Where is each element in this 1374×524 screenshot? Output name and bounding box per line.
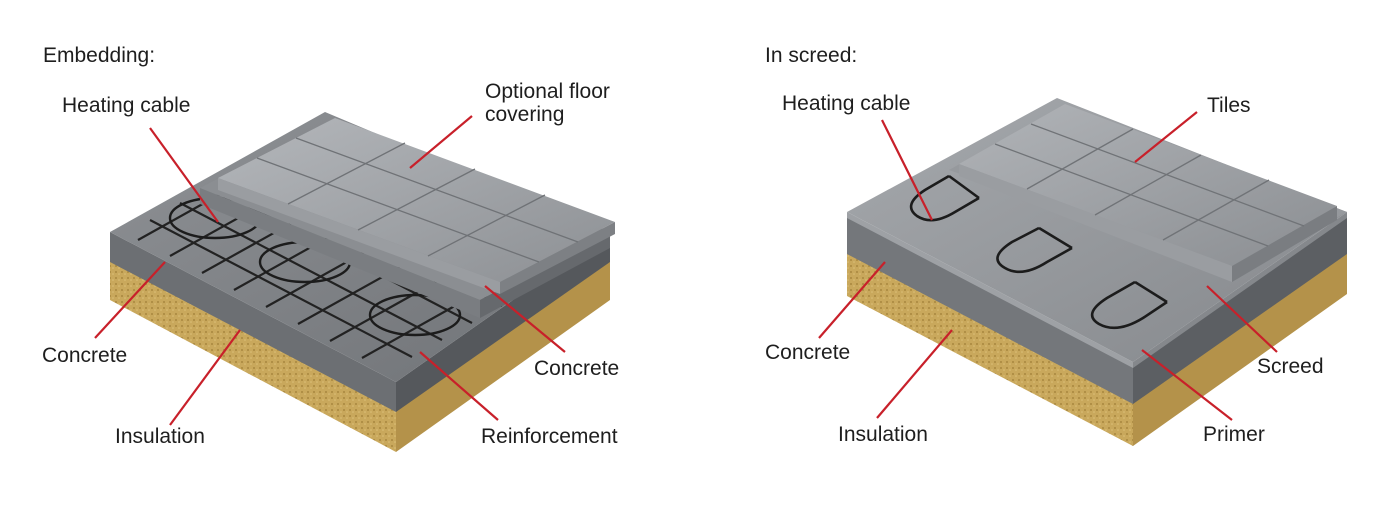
- tiles: [949, 104, 1347, 282]
- insulation-layer: [847, 252, 1347, 446]
- concrete-base: [110, 232, 610, 412]
- in-screed-floor-illustration: [818, 98, 1347, 446]
- label-primer: Primer: [1203, 423, 1265, 446]
- label-reinforcement: Reinforcement: [481, 425, 618, 448]
- floor-covering-tiles: [218, 118, 615, 294]
- label-insulation: Insulation: [115, 425, 205, 448]
- label-insulation: Insulation: [838, 423, 928, 446]
- embedding-panel: Embedding: Heating cable Optional floor …: [42, 44, 620, 452]
- label-screed: Screed: [1257, 355, 1324, 378]
- label-concrete-left: Concrete: [42, 344, 128, 367]
- label-tiles: Tiles: [1207, 94, 1251, 117]
- embedding-floor-illustration: [94, 112, 615, 452]
- label-heating-cable: Heating cable: [62, 94, 191, 117]
- label-heating-cable: Heating cable: [782, 92, 911, 115]
- in-screed-title: In screed:: [765, 44, 858, 67]
- insulation-layer: [110, 258, 610, 452]
- heating-cable-loops: [909, 174, 1168, 330]
- leader-lines: [94, 115, 566, 426]
- in-screed-panel: In screed: Heating cable Tiles Concrete …: [687, 0, 1374, 524]
- label-concrete-right: Concrete: [534, 357, 620, 380]
- leader-lines: [818, 111, 1278, 421]
- embedding-title: Embedding:: [43, 44, 156, 67]
- label-concrete: Concrete: [765, 341, 851, 364]
- label-floor-covering: Optional floor covering: [485, 80, 610, 126]
- concrete-base: [847, 216, 1347, 404]
- primer-layer: [847, 212, 1347, 368]
